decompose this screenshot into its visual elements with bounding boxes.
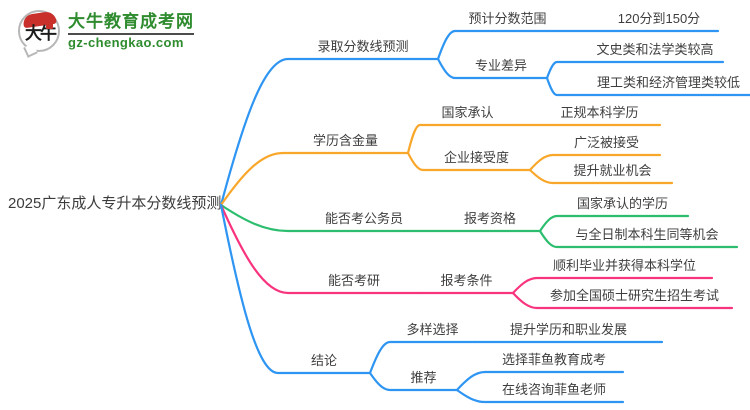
edge-chengren xyxy=(538,214,690,233)
edge-kaoyan xyxy=(219,203,422,295)
edge-tuijian xyxy=(368,371,459,392)
node-jiuye: 提升就业机会 xyxy=(573,163,652,178)
edge-shunli xyxy=(511,276,714,295)
node-zaixian: 在线咨询菲鱼老师 xyxy=(501,382,606,397)
node-wenshi: 文史类和法学类较高 xyxy=(596,42,714,57)
edge-duoyang xyxy=(368,340,477,375)
edge-ligong xyxy=(545,76,750,97)
edge-jielun xyxy=(219,203,372,375)
logo-subtitle: gz-chengkao.com xyxy=(68,35,184,50)
logo-emblem: 大牛 xyxy=(18,10,60,58)
edge-canjia xyxy=(511,291,734,310)
edge-zhuanye xyxy=(436,57,549,80)
edge-tongdeng xyxy=(538,229,739,249)
edge-yuji xyxy=(436,29,562,61)
edge-qiye xyxy=(406,151,532,172)
node-kaoyan: 能否考研 xyxy=(327,273,380,288)
node-fanwei: 120分到150分 xyxy=(617,11,701,26)
edge-xueli xyxy=(219,151,410,207)
edge-guojia xyxy=(406,123,517,155)
node-zhuanye: 专业差异 xyxy=(474,58,527,73)
node-xuanze: 选择菲鱼教育成考 xyxy=(501,352,606,367)
edge-guangfan xyxy=(528,153,662,172)
node-ligong: 理工类和经济管理类较低 xyxy=(596,75,740,90)
logo-emblem-text: 大牛 xyxy=(25,24,57,44)
node-xueli: 学历含金量 xyxy=(312,133,378,148)
edge-xuanze xyxy=(455,370,625,392)
node-guojia: 国家承认 xyxy=(441,105,494,120)
node-guangfan: 广泛被接受 xyxy=(573,135,639,150)
node-jielun: 结论 xyxy=(310,353,337,368)
node-tongdeng: 与全日制本科生同等机会 xyxy=(575,227,719,242)
logo-seal-icon xyxy=(46,21,53,29)
node-canjia: 参加全国硕士研究生招生考试 xyxy=(549,288,719,303)
node-tiaojian: 报考条件 xyxy=(440,273,493,288)
node-qiye: 企业接受度 xyxy=(443,150,509,165)
node-zhenggui: 正规本科学历 xyxy=(560,105,639,120)
logo-divider xyxy=(68,33,194,35)
node-chengren: 国家承认的学历 xyxy=(576,196,668,211)
node-fazhan: 提升学历和职业发展 xyxy=(509,322,627,337)
edge-zaixian xyxy=(455,388,625,404)
node-yuji: 预计分数范围 xyxy=(468,11,547,26)
node-gongwuyuan: 能否考公务员 xyxy=(324,211,403,226)
node-shunli: 顺利毕业并获得本科学位 xyxy=(552,258,696,273)
node-duoyang: 多样选择 xyxy=(406,322,459,337)
edge-luqu xyxy=(219,57,440,207)
node-zige: 报考资格 xyxy=(463,211,516,226)
node-luqu: 录取分数线预测 xyxy=(317,39,409,54)
central-topic: 2025广东成人专升本分数线预测 xyxy=(8,195,222,212)
edge-wenshi xyxy=(545,60,725,80)
site-logo: 大牛 大牛教育成考网 gz-chengkao.com xyxy=(18,10,194,58)
edge-jiuye xyxy=(528,168,674,185)
logo-title: 大牛教育成考网 xyxy=(68,12,194,31)
logo-text-block: 大牛教育成考网 gz-chengkao.com xyxy=(68,12,194,50)
node-tuijian: 推荐 xyxy=(410,370,437,385)
edge-gongwuyuan xyxy=(219,203,442,233)
